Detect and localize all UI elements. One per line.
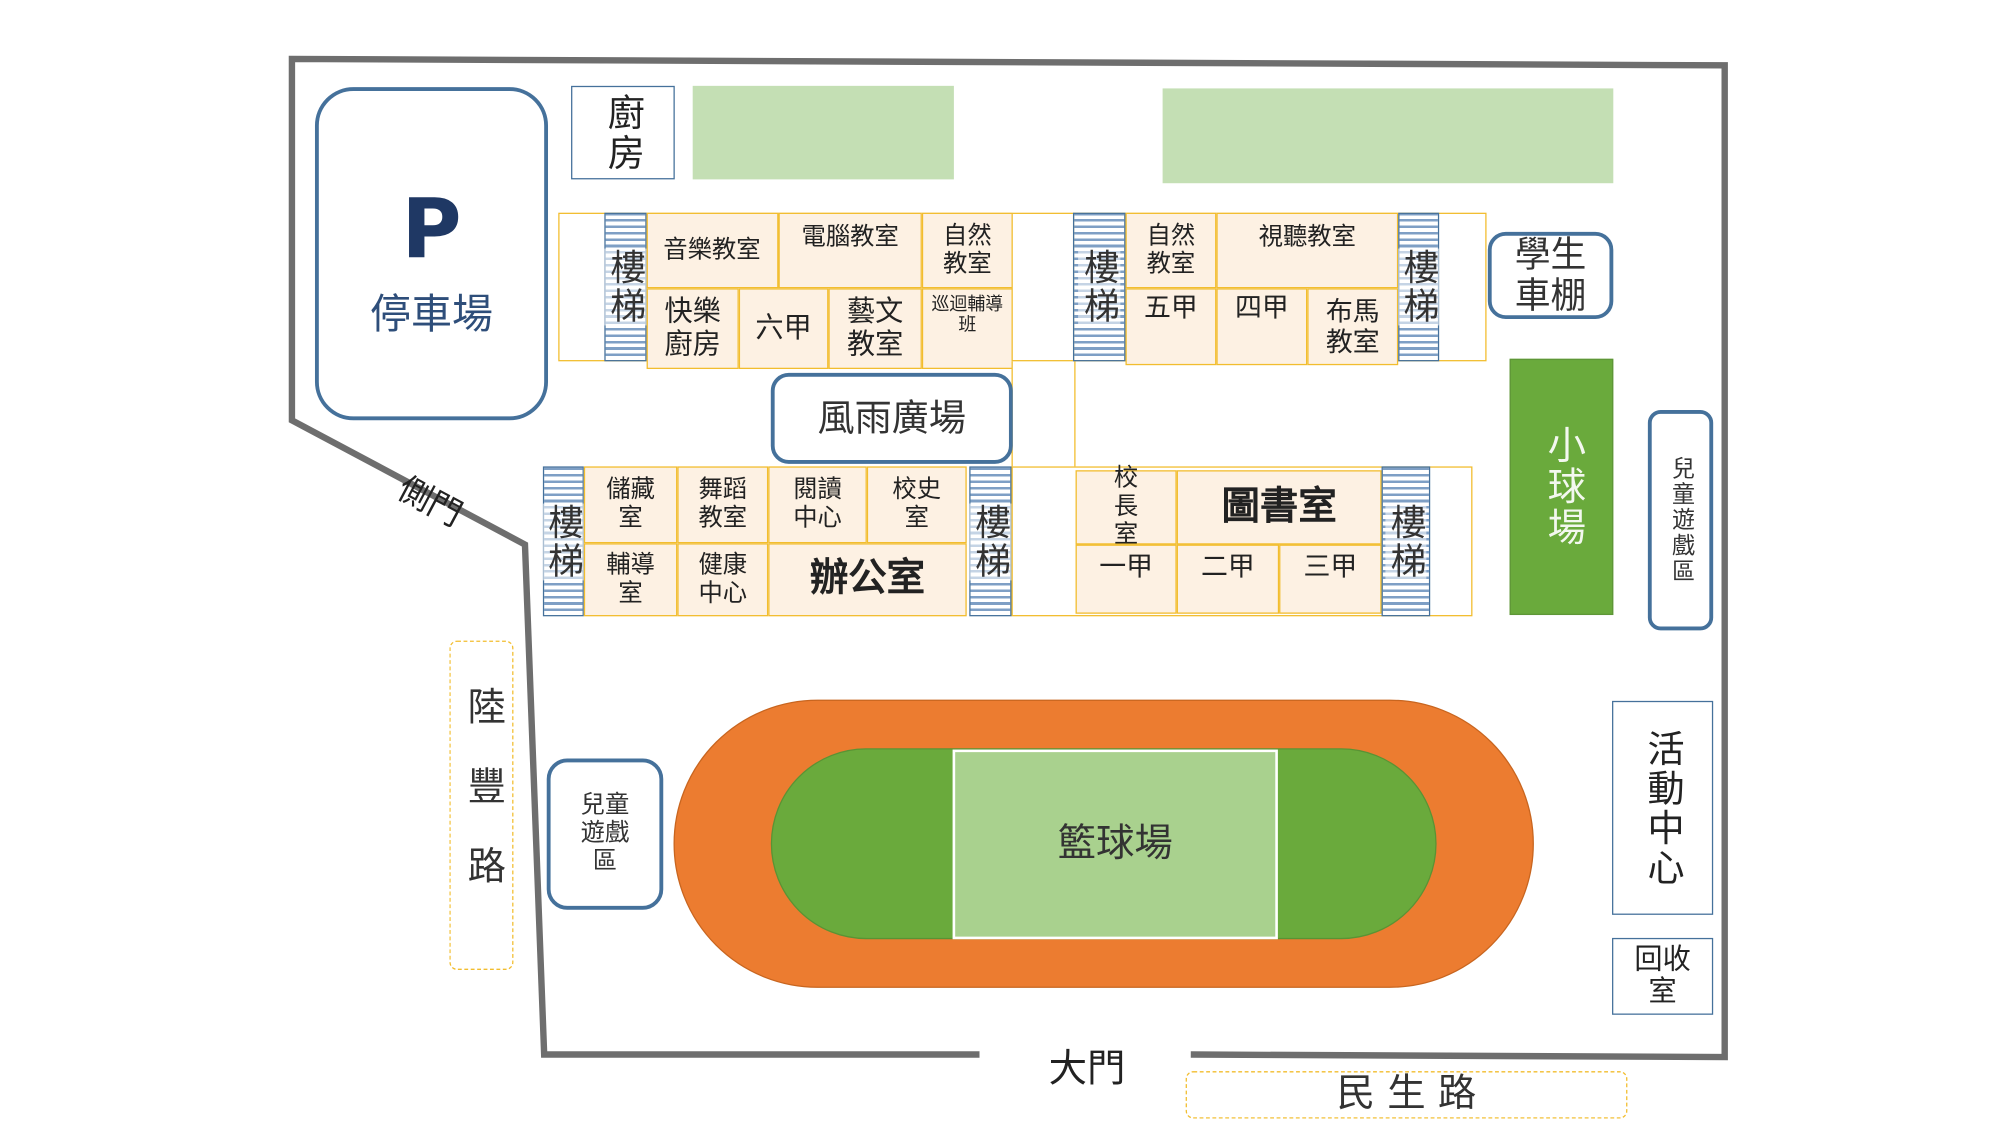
stairs-south-west-2[interactable]: 樓梯 [969,466,1012,617]
room-class-6a[interactable]: 六甲 [738,288,829,370]
room-music[interactable]: 音樂教室 [646,212,779,289]
stairs-south-west-1[interactable]: 樓梯 [542,466,585,617]
room-puppet[interactable]: 布馬教室 [1307,288,1399,366]
room-reading-center[interactable]: 閱讀中心 [768,466,867,544]
basketball-court[interactable]: 籃球場 [952,749,1278,940]
room-science-1[interactable]: 自然教室 [921,212,1013,289]
room-computer[interactable]: 電腦教室 [778,212,922,289]
student-bike-shed[interactable]: 學生車棚 [1487,231,1614,320]
stairs-north-east-1[interactable]: 樓梯 [1072,212,1126,362]
stairs-north-west[interactable]: 樓梯 [604,212,647,362]
room-happy-kitchen[interactable]: 快樂廚房 [646,288,739,370]
road-minsheng: 民 生 路 [1185,1071,1628,1119]
room-class-2a[interactable]: 二甲 [1176,544,1280,614]
room-itinerant-class[interactable]: 巡迴輔導班 [921,288,1013,370]
parking-lot[interactable]: P 停車場 [314,87,549,421]
parking-icon: P [401,183,462,279]
small-ball-court[interactable]: 小球場 [1509,358,1614,616]
playground-east[interactable]: 兒童遊戲區 [1647,410,1714,631]
room-class-3a[interactable]: 三甲 [1279,544,1382,614]
room-class-5a[interactable]: 五甲 [1125,288,1217,366]
stairs-south-east[interactable]: 樓梯 [1381,466,1431,617]
recycling-room[interactable]: 回收室 [1612,937,1714,1015]
room-av[interactable]: 視聽教室 [1216,212,1399,289]
room-counseling[interactable]: 輔導室 [583,543,678,617]
room-class-4a[interactable]: 四甲 [1216,288,1308,366]
room-class-1a[interactable]: 一甲 [1075,544,1177,614]
playground-west[interactable]: 兒童遊戲區 [546,758,664,910]
room-arts[interactable]: 藝文教室 [828,288,922,370]
parking-label: 停車場 [370,289,493,338]
corridor-central [1011,358,1076,471]
main-gate[interactable]: 大門 [1048,1046,1126,1092]
lawn-north-west [692,85,954,180]
room-storage[interactable]: 儲藏室 [583,466,678,544]
rain-plaza[interactable]: 風雨廣場 [770,372,1013,464]
room-science-2[interactable]: 自然教室 [1125,212,1217,289]
road-lufeng: 陸豐路 [449,640,514,970]
room-office[interactable]: 辦公室 [768,543,967,617]
room-school-history[interactable]: 校史室 [866,466,967,544]
kitchen[interactable]: 廚房 [571,85,675,180]
room-principal[interactable]: 校長室 [1075,464,1177,548]
corridor-north [1011,212,1076,362]
lawn-north-east [1162,88,1614,184]
activity-center[interactable]: 活動中心 [1612,700,1714,915]
room-library[interactable]: 圖書室 [1176,470,1382,545]
stairs-north-east-2[interactable]: 樓梯 [1398,212,1441,362]
room-dance[interactable]: 舞蹈教室 [677,466,769,544]
room-health-center[interactable]: 健康中心 [677,543,769,617]
